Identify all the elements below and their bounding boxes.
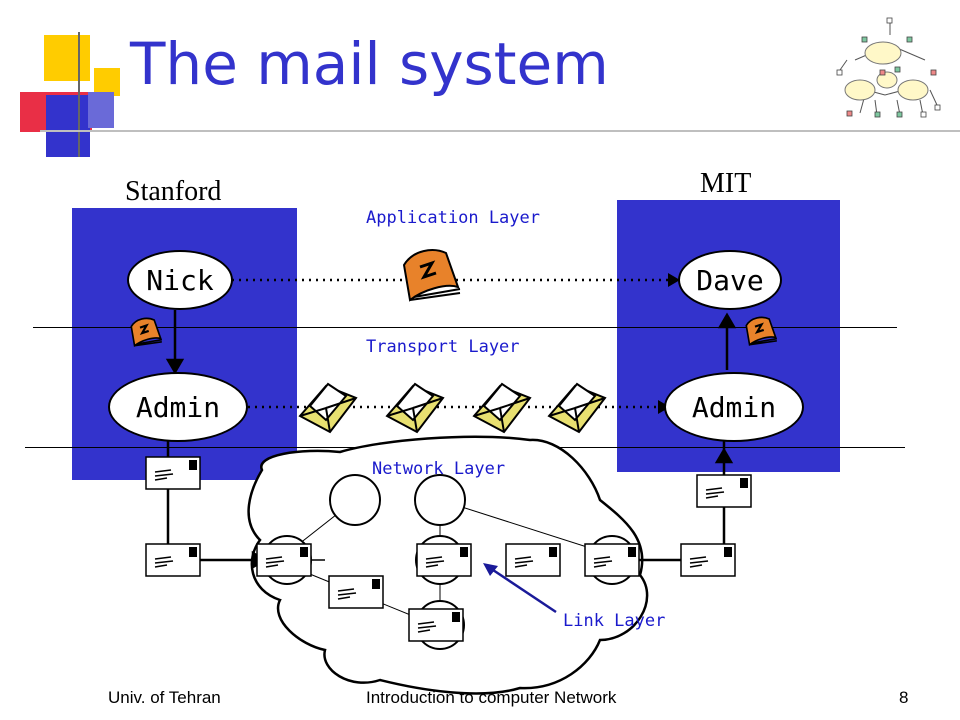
packet-envelope-icon bbox=[505, 543, 561, 577]
packet-envelope-icon bbox=[696, 474, 752, 508]
footer-course-title: Introduction to computer Network bbox=[366, 688, 617, 707]
stanford-admin-node: Admin bbox=[108, 372, 248, 442]
packet-envelope-icon bbox=[145, 456, 201, 490]
segment-envelope-icon bbox=[547, 382, 607, 434]
mit-admin-node: Admin bbox=[664, 372, 804, 442]
dave-node: Dave bbox=[678, 250, 782, 310]
segment-envelope-icon bbox=[472, 382, 532, 434]
letter-icon-small-right bbox=[745, 316, 778, 347]
stanford-label: Stanford bbox=[125, 176, 222, 207]
transport-layer-label: Transport Layer bbox=[366, 337, 520, 357]
segment-envelope-icon bbox=[385, 382, 445, 434]
footer-page-number: 8 bbox=[899, 688, 909, 707]
nick-node: Nick bbox=[127, 250, 233, 310]
footer-university: Univ. of Tehran bbox=[108, 688, 221, 707]
application-layer-label: Application Layer bbox=[366, 208, 540, 228]
packet-envelope-icon bbox=[416, 543, 472, 577]
packet-envelope-icon bbox=[328, 575, 384, 609]
segment-envelope-icon bbox=[298, 382, 358, 434]
packet-envelope-icon bbox=[680, 543, 736, 577]
link-layer-label: Link Layer bbox=[563, 611, 666, 631]
layer-divider-upper bbox=[33, 327, 897, 328]
title-underline bbox=[40, 130, 960, 132]
corner-decoration bbox=[0, 0, 140, 170]
mit-label: MIT bbox=[700, 168, 752, 199]
letter-icon-small-left bbox=[130, 317, 163, 348]
network-layer-label: Network Layer bbox=[372, 459, 506, 479]
packet-envelope-icon bbox=[584, 543, 640, 577]
packet-envelope-icon bbox=[256, 543, 312, 577]
packet-envelope-icon bbox=[408, 608, 464, 642]
page-title: The mail system bbox=[130, 30, 609, 98]
packet-envelope-icon bbox=[145, 543, 201, 577]
network-logo-icon bbox=[836, 17, 941, 118]
letter-icon bbox=[402, 249, 461, 302]
